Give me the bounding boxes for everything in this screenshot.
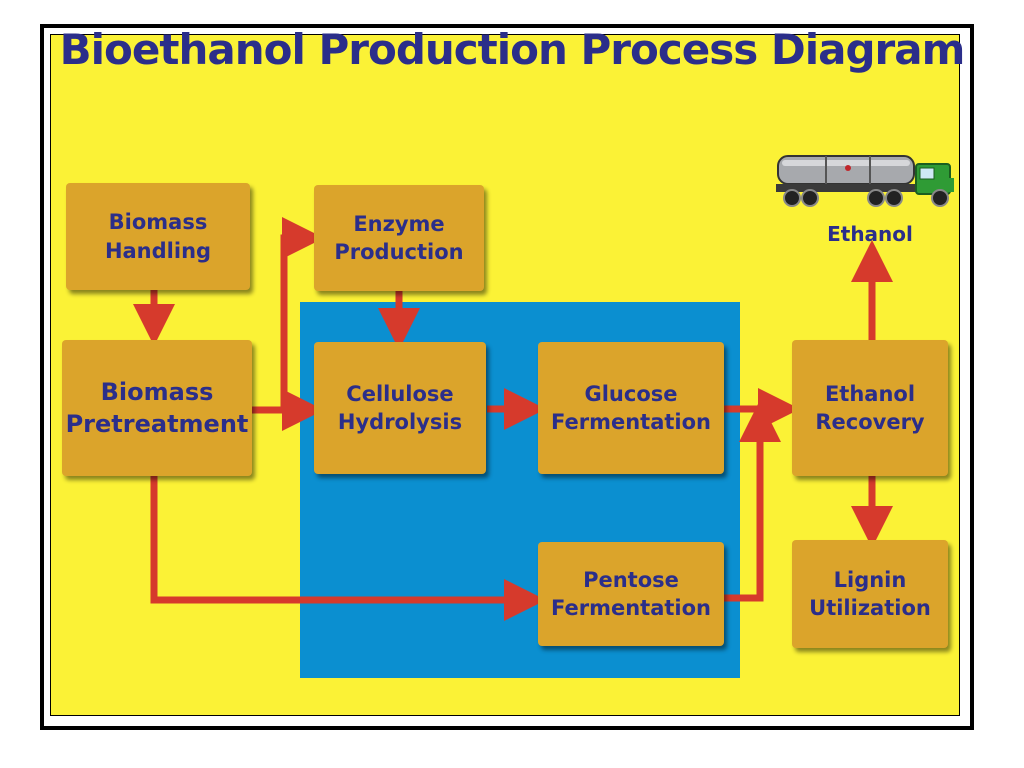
box-pentose-fermentation: Pentose Fermentation: [538, 542, 724, 646]
diagram-title: Bioethanol Production Process Diagram: [59, 25, 966, 74]
tanker-truck-icon: [776, 155, 954, 207]
box-glucose-fermentation: Glucose Fermentation: [538, 342, 724, 474]
box-biomass-handling: Biomass Handling: [66, 183, 250, 290]
box-ethanol-recovery: Ethanol Recovery: [792, 340, 948, 476]
box-lignin-utilization: Lignin Utilization: [792, 540, 948, 648]
box-cellulose-hydrolysis: Cellulose Hydrolysis: [314, 342, 486, 474]
arrow-pretreatment-to-pentose: [150, 476, 546, 621]
arrow-pentose-to-recovery: [724, 400, 781, 602]
box-enzyme-production: Enzyme Production: [314, 185, 484, 291]
arrow-pretreatment-to-enzyme: [252, 217, 324, 414]
ethanol-output-label: Ethanol: [827, 222, 913, 246]
box-biomass-pretreatment: Biomass Pretreatment: [62, 340, 252, 476]
